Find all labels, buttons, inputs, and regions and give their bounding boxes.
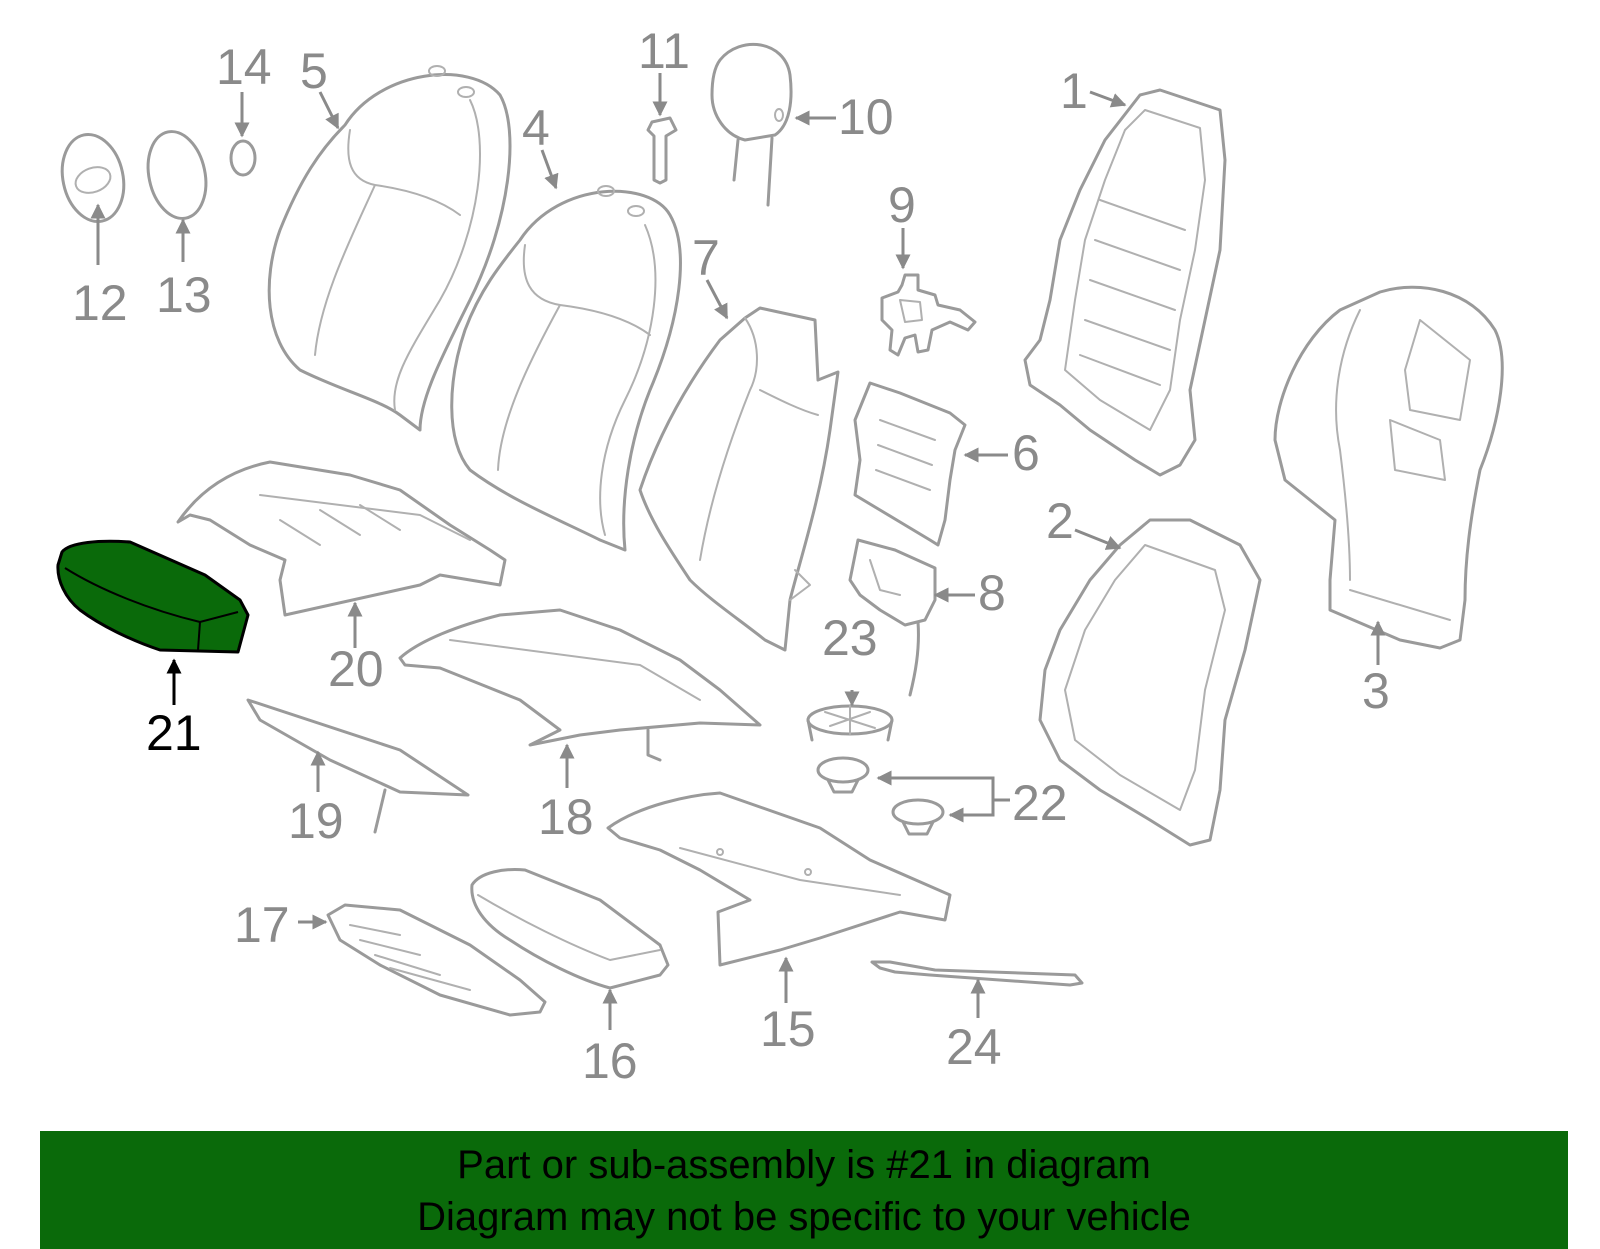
part-18-seat-pan-cover[interactable]	[398, 608, 762, 762]
part-9-module[interactable]	[880, 273, 977, 357]
callout-14[interactable]: 14	[216, 39, 272, 95]
part-15-seat-pan[interactable]	[606, 791, 952, 967]
callout-6[interactable]: 6	[1012, 425, 1040, 481]
part-16-cushion[interactable]	[470, 868, 670, 990]
callout-7[interactable]: 7	[692, 230, 720, 286]
part-22-grommet-a[interactable]	[816, 756, 870, 794]
part-1-seat-back-frame[interactable]	[1023, 88, 1227, 477]
callout-23[interactable]: 23	[822, 610, 878, 666]
callout-2[interactable]: 2	[1046, 493, 1074, 549]
part-22-grommet-b[interactable]	[891, 798, 945, 836]
callout-16[interactable]: 16	[582, 1033, 638, 1089]
callout-18[interactable]: 18	[538, 789, 594, 845]
callout-8[interactable]: 8	[978, 565, 1006, 621]
callout-24[interactable]: 24	[946, 1019, 1002, 1075]
callout-11[interactable]: 11	[638, 23, 690, 79]
leader-lines	[90, 73, 1386, 1030]
part-12-cover[interactable]	[55, 129, 132, 228]
callout-15[interactable]: 15	[760, 1001, 816, 1057]
part-11-headrest-guide[interactable]	[646, 116, 678, 185]
callout-20[interactable]: 20	[328, 641, 384, 697]
part-10-headrest[interactable]	[710, 43, 793, 207]
callout-13[interactable]: 13	[156, 267, 212, 323]
callout-4[interactable]: 4	[522, 100, 550, 156]
part-5-backrest-cover[interactable]	[267, 65, 512, 432]
callout-12[interactable]: 12	[72, 275, 128, 331]
part-13-ring[interactable]	[140, 126, 213, 224]
callout-19[interactable]: 19	[288, 793, 344, 849]
callout-3[interactable]: 3	[1362, 663, 1390, 719]
part-23-grille[interactable]	[806, 704, 894, 742]
callout-22[interactable]: 22	[1012, 775, 1068, 831]
part-19-flat-panel[interactable]	[246, 698, 470, 834]
info-banner: Part or sub-assembly is #21 in diagram D…	[40, 1131, 1568, 1249]
part-6-lumbar-support[interactable]	[853, 381, 967, 547]
banner-line-1: Part or sub-assembly is #21 in diagram	[457, 1143, 1151, 1187]
part-17-trim[interactable]	[326, 903, 547, 1017]
callout-10[interactable]: 10	[838, 89, 894, 145]
part-24-rod[interactable]	[870, 960, 1084, 987]
part-3-back-cover[interactable]	[1273, 285, 1504, 650]
part-14-cap[interactable]	[229, 139, 257, 177]
parts-diagram: 1 2 3 4 5 6 7 8 9 10 11 12 13 14 15 16 1…	[55, 23, 1504, 1089]
banner-line-2: Diagram may not be specific to your vehi…	[417, 1195, 1191, 1239]
part-7-back-panel[interactable]	[638, 306, 840, 652]
part-8-bracket[interactable]	[848, 538, 937, 697]
callout-21-highlighted[interactable]: 21	[146, 705, 202, 761]
part-2-frame[interactable]	[1038, 518, 1262, 847]
part-4-backrest-foam[interactable]	[450, 185, 682, 552]
part-21-cushion-insert-highlighted[interactable]	[56, 539, 250, 654]
callout-1[interactable]: 1	[1060, 63, 1088, 119]
callout-9[interactable]: 9	[888, 177, 916, 233]
callout-17[interactable]: 17	[234, 897, 290, 953]
callout-5[interactable]: 5	[300, 43, 328, 99]
part-20-cushion-panel[interactable]	[176, 460, 507, 617]
callout-numbers: 1 2 3 4 5 6 7 8 9 10 11 12 13 14 15 16 1…	[72, 23, 1390, 1089]
